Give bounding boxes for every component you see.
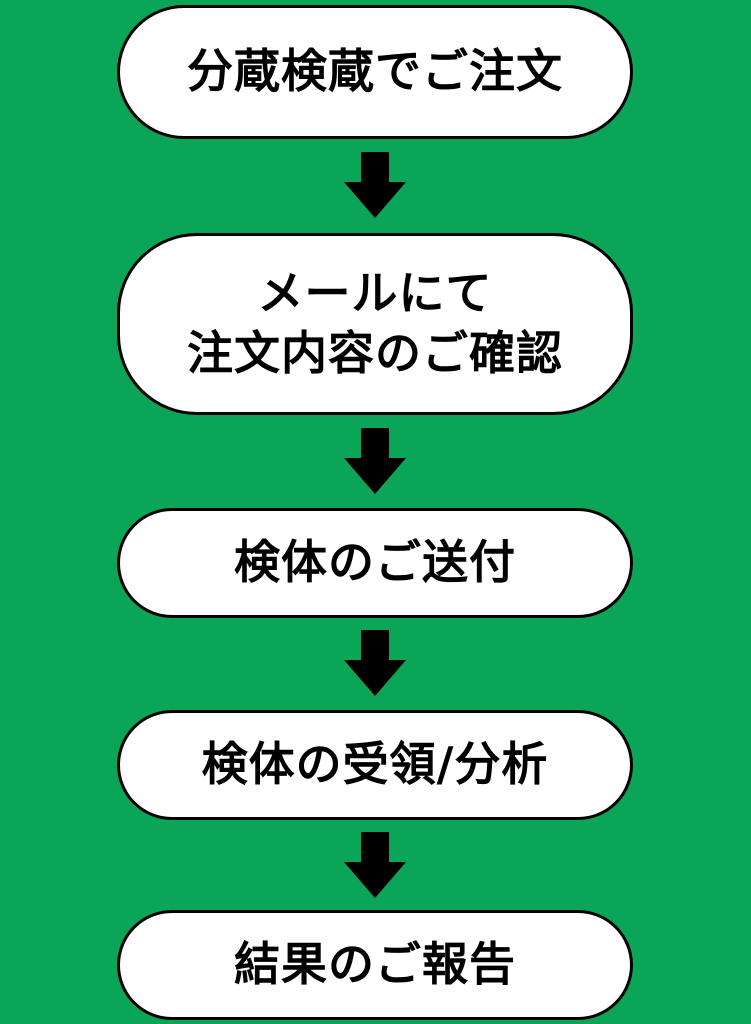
step-receipt-analysis-label: 検体の受領/分析: [201, 737, 549, 792]
step-result-report-label: 結果のご報告: [234, 937, 516, 992]
step-order-label: 分蔵検蔵でご注文: [187, 44, 563, 99]
step-receipt-analysis: 検体の受領/分析: [117, 710, 633, 820]
step-email-confirmation-line-2: 注文内容のご確認: [187, 326, 563, 380]
step-sample-shipping: 検体のご送付: [117, 508, 633, 618]
down-arrow-icon: [344, 428, 406, 494]
down-arrow-icon: [344, 152, 406, 218]
step-result-report: 結果のご報告: [117, 910, 633, 1020]
step-email-confirmation-line-1: メールにて: [257, 266, 493, 321]
step-sample-shipping-label: 検体のご送付: [234, 535, 516, 590]
down-arrow-icon: [344, 832, 406, 898]
step-order: 分蔵検蔵でご注文: [117, 5, 633, 139]
down-arrow-icon: [344, 630, 406, 696]
step-email-confirmation: メールにて 注文内容のご確認: [117, 233, 633, 415]
